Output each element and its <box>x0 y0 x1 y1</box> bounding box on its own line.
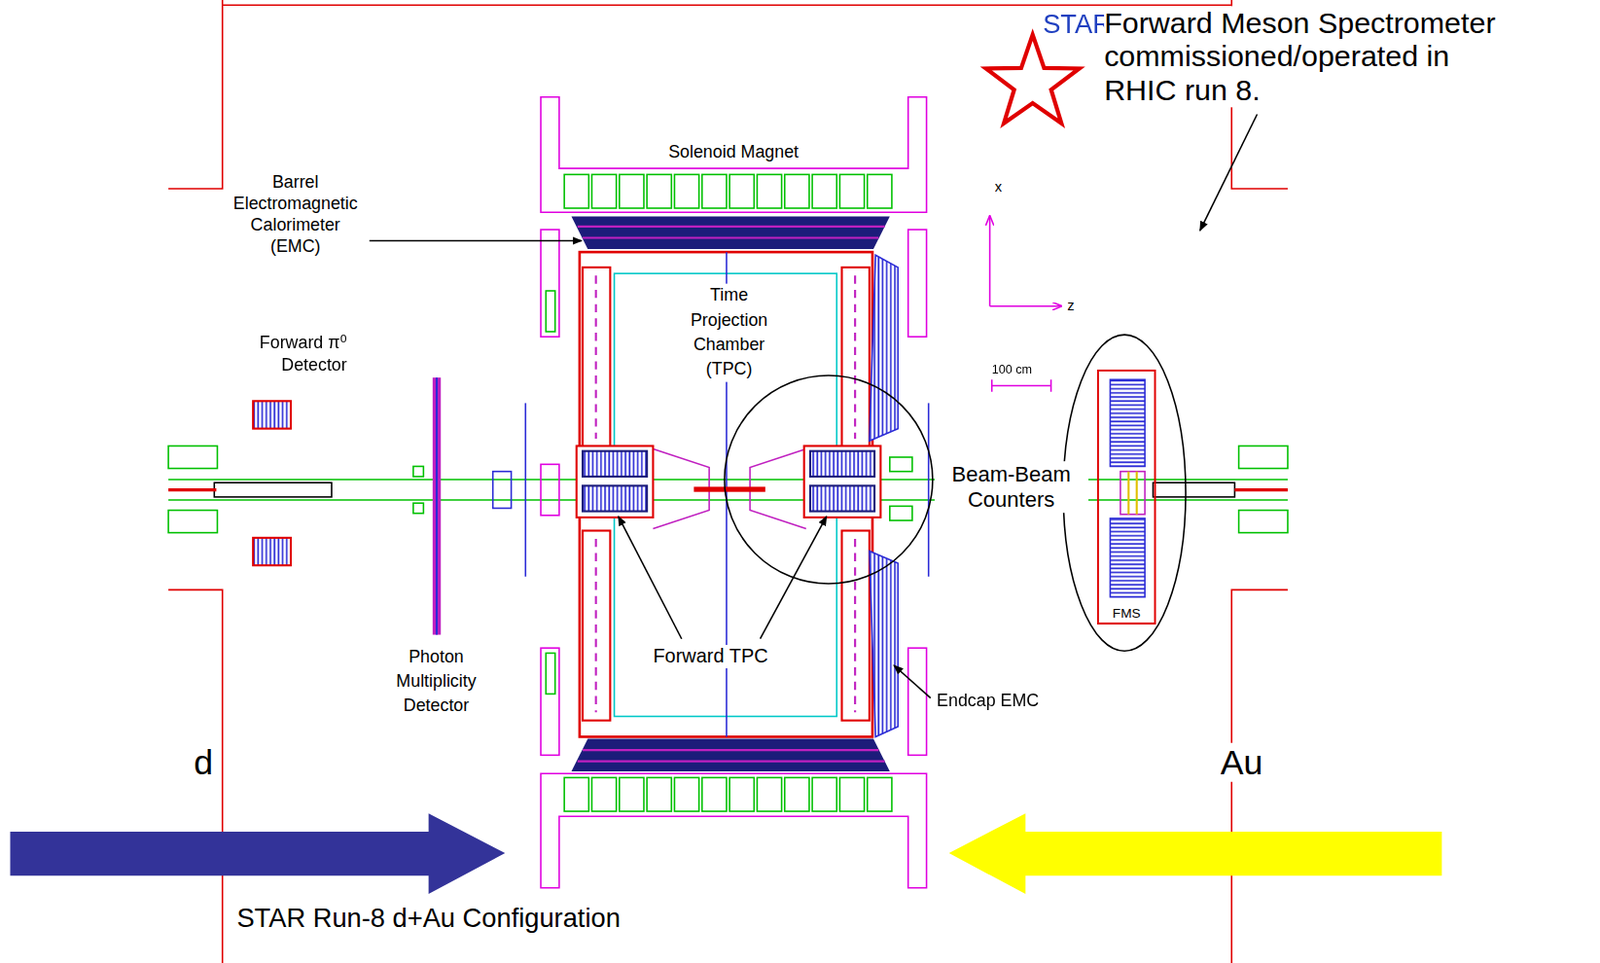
fpd-label: Forward π⁰ Detector <box>226 331 348 377</box>
caption: STAR Run-8 d+Au Configuration <box>236 901 620 932</box>
magnet-label: Solenoid Magnet <box>668 141 799 163</box>
bbc-label: Beam-Beam Counters <box>934 461 1088 512</box>
logo-text: STAR <box>1042 7 1112 38</box>
fpd <box>252 400 291 566</box>
highlight-circle <box>724 375 933 584</box>
deuteron-beam-arrow <box>9 813 505 894</box>
beam-beam-counters <box>493 402 929 576</box>
scale-label: 100 cm <box>992 361 1032 377</box>
endcap-emc <box>869 254 898 737</box>
node-label: FMS <box>1110 604 1143 621</box>
axis-label: x <box>995 178 1002 196</box>
solenoid-magnet <box>540 97 927 889</box>
pmd <box>413 377 441 635</box>
hall-outline <box>168 0 1288 963</box>
fms-box: FMS <box>1097 369 1157 625</box>
ftpc-label: Forward TPC <box>652 644 768 668</box>
emc-label: Barrel Electromagnetic Calorimeter (EMC) <box>226 171 365 257</box>
fms-calorimeter <box>1109 379 1145 597</box>
callout-note: Forward Meson Spectrometer commissioned/… <box>1103 5 1518 107</box>
beam-label: Au <box>1220 743 1264 783</box>
tpc-label: Time Projection Chamber (TPC) <box>675 284 783 383</box>
leader-lines <box>369 113 1258 698</box>
star-logo <box>986 35 1080 124</box>
axis-label: z <box>1066 296 1074 314</box>
eemc-label: Endcap EMC <box>936 689 1039 712</box>
gold-beam-arrow <box>949 813 1443 894</box>
barrel-emc <box>570 215 889 772</box>
beam-label: d <box>193 743 214 783</box>
axes <box>990 215 1062 392</box>
pmd-label: Photon Multiplicity Detector <box>377 644 496 719</box>
